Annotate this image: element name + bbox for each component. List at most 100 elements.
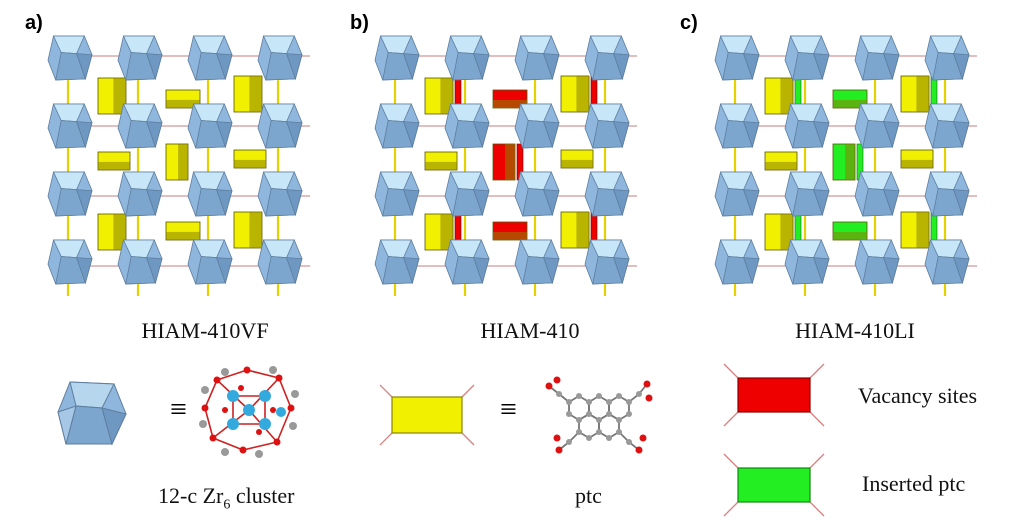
zr6-cluster-node	[924, 103, 970, 149]
zr6-cluster-node	[117, 171, 163, 217]
ptc-linker-node	[764, 77, 794, 115]
equivalence-symbol-cluster: ≡	[170, 393, 187, 426]
ptc-linker-node	[764, 151, 798, 171]
ptc-linker-rect-icon	[379, 384, 475, 446]
panel-label-a: a)	[25, 12, 43, 34]
zr6-cluster-node	[187, 35, 233, 81]
ptc-linker-node	[900, 149, 934, 169]
ptc-linker-node	[97, 213, 127, 251]
zr6-cluster-node	[714, 103, 760, 149]
cluster-label-prefix: 12-c Zr	[158, 483, 224, 508]
inserted-ptc-icon	[723, 453, 825, 517]
caption-hiam-410: HIAM-410	[480, 318, 580, 343]
zr6-cluster-node	[784, 103, 830, 149]
zr6-cluster-node	[854, 103, 900, 149]
panel-label-c: c)	[680, 12, 698, 34]
ptc-linker-node	[832, 89, 868, 109]
ptc-linker-node	[492, 221, 528, 241]
zr6-cluster-node	[444, 103, 490, 149]
zr6-cluster-node	[854, 35, 900, 81]
framework-panel-a	[38, 28, 348, 336]
ptc-linker-node	[764, 213, 794, 251]
panel-label-b: b)	[350, 12, 369, 34]
zr6-cluster-node	[374, 171, 420, 217]
zr6-cluster-node	[117, 103, 163, 149]
zr6-cluster-node	[117, 239, 163, 285]
zr6-cluster-node	[714, 239, 760, 285]
zr6-cluster-node	[584, 103, 630, 149]
ptc-linker-node	[560, 211, 590, 249]
inserted-legend-label: Inserted ptc	[862, 471, 966, 496]
ptc-molecule-icon	[545, 376, 653, 454]
vacancy-site-icon	[723, 363, 825, 427]
zr6-cluster-node	[714, 35, 760, 81]
zr6-cluster-node	[584, 171, 630, 217]
zr6-cluster-node	[187, 103, 233, 149]
zr6-cluster-node	[257, 35, 303, 81]
ptc-linker-node	[900, 211, 930, 249]
ptc-linker-node	[165, 143, 189, 181]
cluster-legend-label: 12-c Zr6 cluster	[158, 483, 295, 513]
zr6-cluster-node	[584, 239, 630, 285]
equivalence-symbol-linker: ≡	[500, 393, 517, 426]
ptc-linker-node	[832, 143, 856, 181]
zr6-cluster-node	[714, 171, 760, 217]
zr6-cluster-node	[444, 171, 490, 217]
framework-panel-c	[705, 28, 1015, 336]
zr6-cluster-node	[514, 103, 560, 149]
zr6-cluster-node	[784, 171, 830, 217]
cluster-polyhedron-icon	[57, 381, 127, 446]
ptc-linker-node	[492, 89, 528, 109]
zr6-cluster-node	[514, 239, 560, 285]
ptc-linker-node	[560, 149, 594, 169]
framework-structure-vf	[47, 35, 348, 336]
ptc-linker-node	[492, 143, 516, 181]
ptc-linker-node	[900, 75, 930, 113]
zr6-cluster-node	[584, 35, 630, 81]
ptc-linker-node	[424, 213, 454, 251]
zr6-cluster-node	[374, 35, 420, 81]
zr6-cluster-node	[257, 171, 303, 217]
zr6-cluster-node	[47, 171, 93, 217]
zr6-cluster-node	[784, 239, 830, 285]
zr6-cluster-node	[444, 35, 490, 81]
caption-hiam-410vf: HIAM-410VF	[141, 318, 269, 343]
cluster-label-subscript: 6	[223, 497, 231, 513]
vacancy-legend-label: Vacancy sites	[858, 383, 978, 408]
ptc-linker-node	[424, 151, 458, 171]
zr6-cluster-node	[47, 35, 93, 81]
zr6-cluster-node	[854, 171, 900, 217]
zr6-cluster-node	[514, 35, 560, 81]
ptc-linker-node	[233, 149, 267, 169]
zr6-cluster-node	[47, 239, 93, 285]
framework-structure-li	[714, 35, 1015, 336]
framework-panel-b	[365, 28, 675, 336]
zr6-cluster-node	[444, 239, 490, 285]
zr6-cluster-node	[47, 103, 93, 149]
ptc-linker-node	[832, 221, 868, 241]
zr6-cluster-node	[257, 103, 303, 149]
zr6-cluster-node	[854, 239, 900, 285]
ptc-linker-node	[165, 89, 201, 109]
zr6-cluster-ball-stick-icon	[199, 366, 299, 458]
ptc-linker-node	[424, 77, 454, 115]
caption-hiam-410li: HIAM-410LI	[795, 318, 915, 343]
cluster-label-suffix: cluster	[230, 483, 295, 508]
ptc-linker-node	[233, 211, 263, 249]
ptc-linker-node	[233, 75, 263, 113]
zr6-cluster-node	[117, 35, 163, 81]
zr6-cluster-node	[924, 171, 970, 217]
ptc-linker-node	[97, 151, 131, 171]
zr6-cluster-node	[374, 103, 420, 149]
zr6-cluster-node	[257, 239, 303, 285]
ptc-legend-label: ptc	[575, 483, 602, 508]
zr6-cluster-node	[187, 171, 233, 217]
zr6-cluster-node	[924, 239, 970, 285]
zr6-cluster-node	[924, 35, 970, 81]
zr6-cluster-node	[374, 239, 420, 285]
zr6-cluster-node	[187, 239, 233, 285]
framework-structure-std	[374, 35, 675, 336]
zr6-cluster-node	[514, 171, 560, 217]
zr6-cluster-node	[784, 35, 830, 81]
ptc-linker-node	[560, 75, 590, 113]
